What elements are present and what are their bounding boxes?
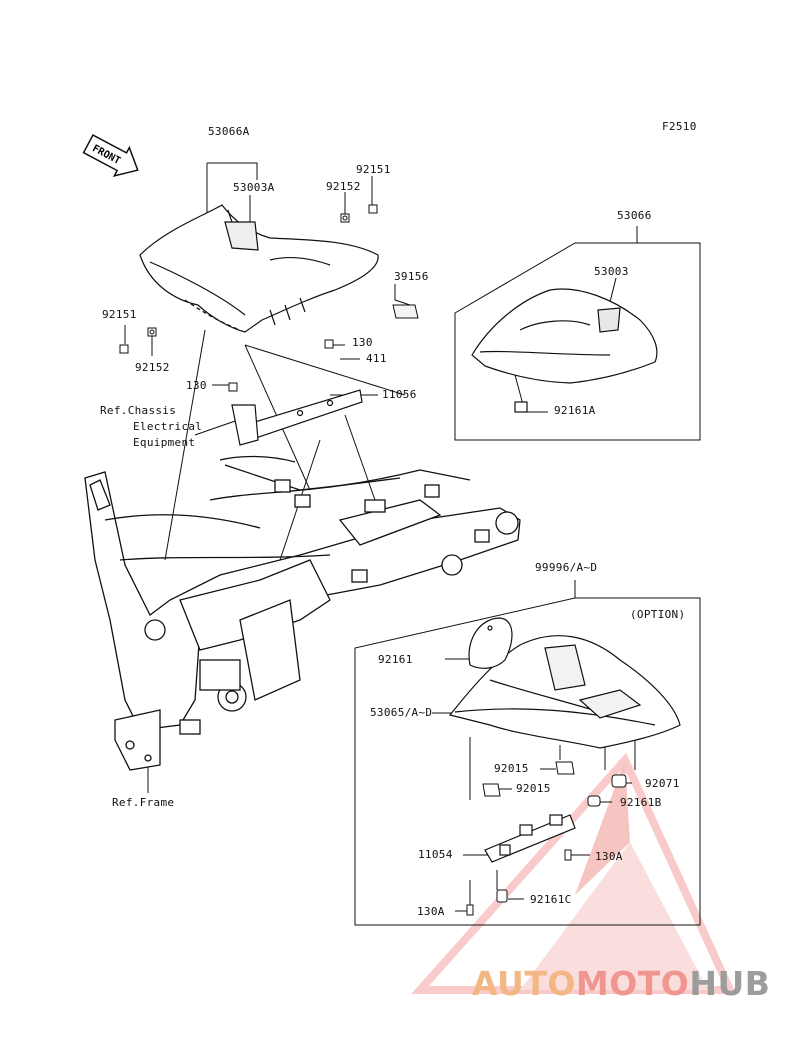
part-label-92151-top: 92151 <box>356 163 391 176</box>
part-label-53065: 53065/A~D <box>370 706 433 719</box>
front-arrow-icon: FRONT <box>82 134 139 177</box>
part-label-53066a: 53066A <box>208 125 250 138</box>
watermark-text: AUTOMOTOHUB <box>472 966 770 1002</box>
part-label-92161c: 92161C <box>530 893 572 906</box>
part-label-411: 411 <box>366 352 387 365</box>
bolts-top <box>119 204 378 392</box>
watermark-logo <box>411 752 737 994</box>
part-label-99996: 99996/A~D <box>535 561 598 574</box>
part-label-11056: 11056 <box>382 388 417 401</box>
part-label-92015-b: 92015 <box>516 782 551 795</box>
watermark-part3: HUB <box>689 964 771 1003</box>
watermark-part2: MOTO <box>575 964 690 1003</box>
ref-chassis-line2: Electrical <box>133 420 203 433</box>
bracket-11054 <box>484 814 576 863</box>
watermark-part1: AUTO <box>472 964 576 1003</box>
passenger-seat-53066 <box>471 288 658 413</box>
pad-39156 <box>392 304 419 319</box>
part-label-92152-top: 92152 <box>326 180 361 193</box>
ref-frame-label: Ref.Frame <box>112 796 175 809</box>
ref-chassis-line3: Equipment <box>133 436 196 449</box>
part-label-39156: 39156 <box>394 270 429 283</box>
part-label-53003a: 53003A <box>233 181 275 194</box>
part-label-92071: 92071 <box>645 777 680 790</box>
part-label-92151-left: 92151 <box>102 308 137 321</box>
part-label-92161a: 92161A <box>554 404 596 417</box>
figure-code: F2510 <box>662 120 697 133</box>
part-label-92161b: 92161B <box>620 796 662 809</box>
part-label-11054: 11054 <box>418 848 453 861</box>
option-small-parts <box>466 761 627 916</box>
ref-chassis-line1: Ref.Chassis <box>100 404 177 417</box>
frame-assembly <box>84 455 521 771</box>
part-label-92152-left: 92152 <box>135 361 170 374</box>
part-label-130a-right: 130A <box>595 850 623 863</box>
part-label-130-right: 130 <box>352 336 373 349</box>
option-label: (OPTION) <box>630 608 686 621</box>
part-label-130a-left: 130A <box>417 905 445 918</box>
part-label-53003: 53003 <box>594 265 629 278</box>
bracket-11056 <box>231 389 363 446</box>
seat-cowl-53065 <box>448 635 681 749</box>
part-label-92015-a: 92015 <box>494 762 529 775</box>
cushion-92161 <box>468 617 513 669</box>
part-label-92161: 92161 <box>378 653 413 666</box>
main-seat-53066a <box>139 204 379 333</box>
part-label-53066: 53066 <box>617 209 652 222</box>
part-label-130-left: 130 <box>186 379 207 392</box>
